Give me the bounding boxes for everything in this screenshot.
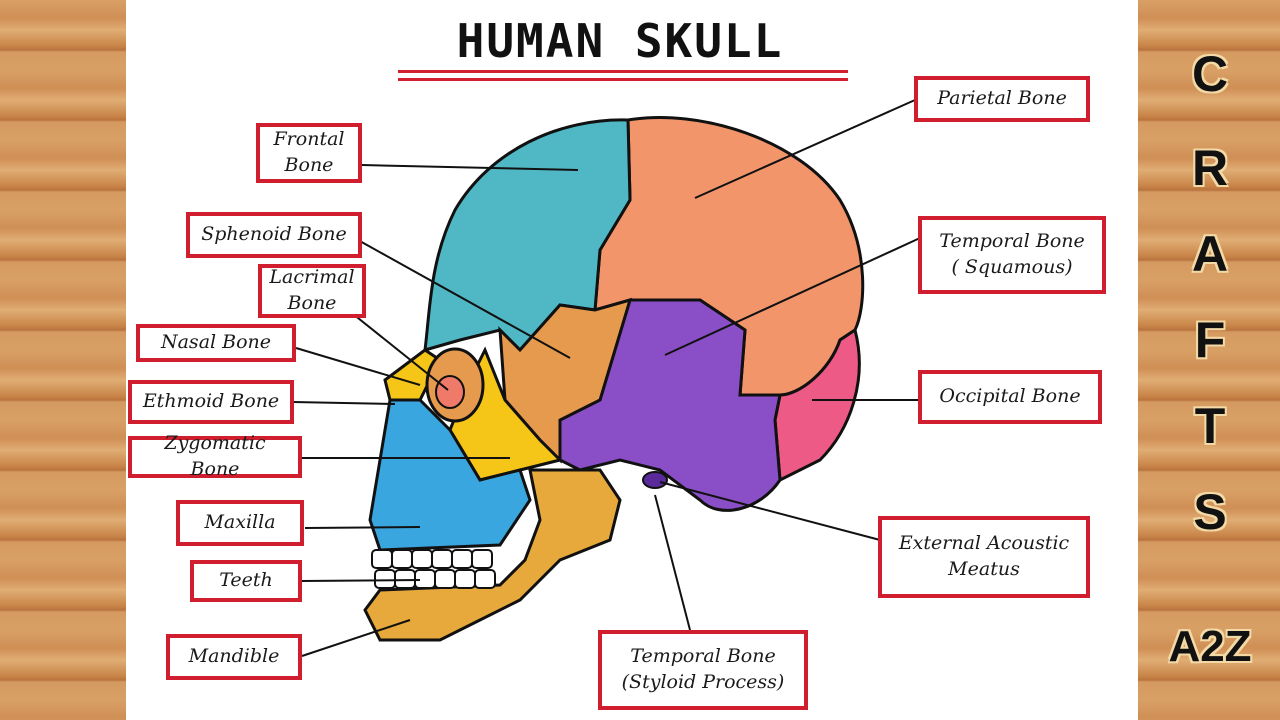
label-frontal-bone: Frontal Bone <box>256 123 362 183</box>
diagram-title: HUMAN SKULL <box>456 14 784 68</box>
brand-letter: C <box>1191 46 1229 102</box>
label-temporal-bone-styloid: Temporal Bone (Styloid Process) <box>598 630 808 710</box>
teeth-shape <box>371 549 496 589</box>
label-lacrimal-bone: Lacrimal Bone <box>258 264 366 318</box>
label-temporal-bone-squamous: Temporal Bone ( Squamous) <box>918 216 1106 294</box>
lacrimal-bone-shape <box>435 375 465 409</box>
brand-watermark: C R A F T S <box>1150 42 1270 544</box>
brand-letter: R <box>1191 140 1229 196</box>
label-maxilla: Maxilla <box>176 500 304 546</box>
occipital-bone-shape <box>773 327 861 483</box>
brand-sub: A2Z <box>1168 622 1252 671</box>
brand-letter: S <box>1193 484 1227 540</box>
label-parietal-bone: Parietal Bone <box>914 76 1090 122</box>
label-nasal-bone: Nasal Bone <box>136 324 296 362</box>
label-mandible: Mandible <box>166 634 302 680</box>
label-external-acoustic-meatus: External Acoustic Meatus <box>878 516 1090 598</box>
title-underline-2 <box>398 78 848 81</box>
wood-background-left <box>0 0 126 720</box>
maxilla-bone-shape <box>368 398 532 552</box>
title-underline <box>398 70 848 73</box>
brand-letter: F <box>1194 312 1226 368</box>
mandible-bone-shape <box>363 468 622 642</box>
ear-hole-shape <box>642 471 668 489</box>
brand-letter: A <box>1191 226 1229 282</box>
frontal-bone-shape <box>423 118 632 353</box>
label-sphenoid-bone: Sphenoid Bone <box>186 212 362 258</box>
label-teeth: Teeth <box>190 560 302 602</box>
brand-letter: T <box>1194 398 1226 454</box>
label-ethmoid-bone: Ethmoid Bone <box>128 380 294 424</box>
leader-lines <box>292 99 921 657</box>
label-occipital-bone: Occipital Bone <box>918 370 1102 424</box>
label-zygomatic-bone: Zygomatic Bone <box>128 432 302 480</box>
wood-background-right <box>1138 0 1280 720</box>
